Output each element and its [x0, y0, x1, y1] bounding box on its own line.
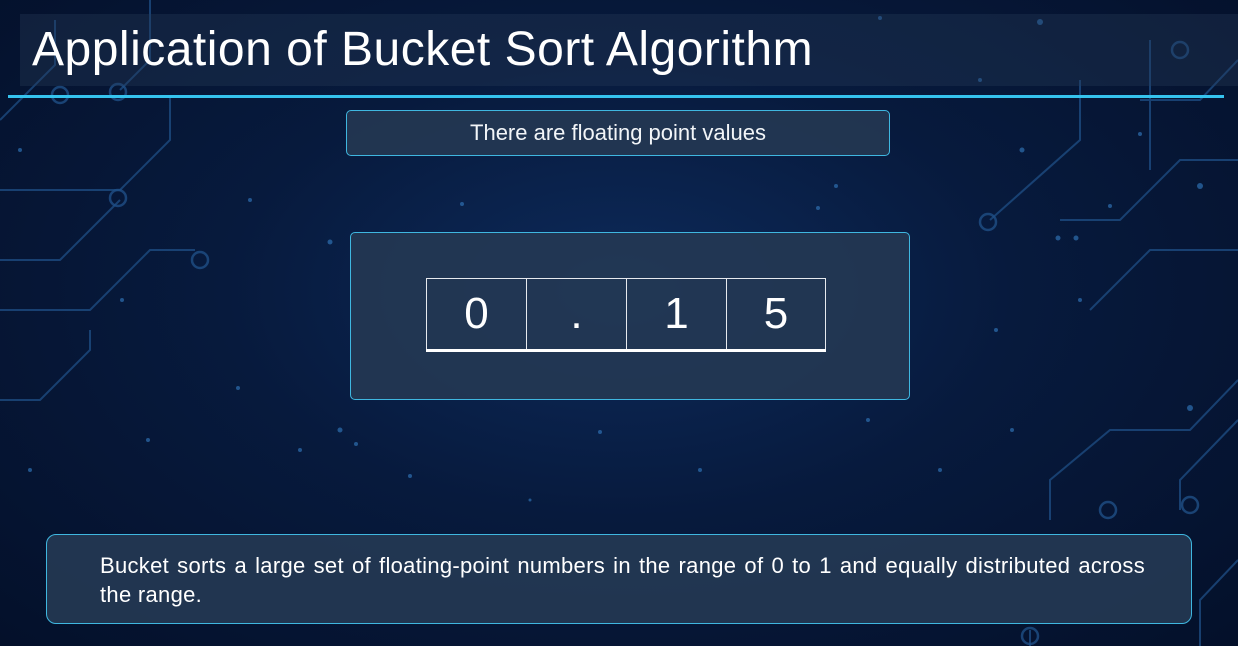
subtitle-text: There are floating point values	[470, 120, 766, 145]
description-box: Bucket sorts a large set of floating-poi…	[46, 534, 1192, 624]
digit-cell: 5	[726, 278, 826, 349]
subtitle-box: There are floating point values	[346, 110, 890, 156]
digit-row: 0 . 1 5	[426, 278, 826, 352]
digit-panel	[350, 232, 910, 400]
title-divider	[8, 95, 1224, 98]
description-text: Bucket sorts a large set of floating-poi…	[100, 553, 1145, 607]
digit-cell: 1	[626, 278, 726, 349]
digit-cell: 0	[426, 278, 526, 349]
digit-cell: .	[526, 278, 626, 349]
slide-title: Application of Bucket Sort Algorithm	[32, 23, 814, 76]
title-bar	[20, 14, 1238, 86]
